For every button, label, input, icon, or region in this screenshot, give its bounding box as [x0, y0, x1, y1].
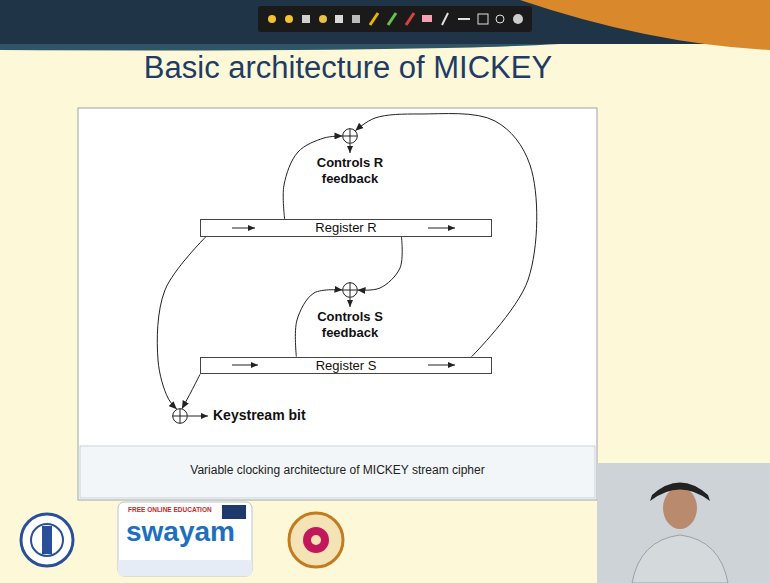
shift-register: Register R [200, 219, 492, 237]
xor-gate: Controls S feedback [342, 282, 358, 298]
figure-caption: Variable clocking architecture of MICKEY… [80, 463, 595, 477]
xor-cross [343, 136, 358, 137]
top-band-swoosh [0, 44, 560, 50]
swayam-logo [118, 502, 252, 576]
xor-symbol [342, 128, 358, 144]
xor-circle [173, 409, 188, 424]
xor-gate: Keystream bit [172, 408, 188, 424]
signal-wire [157, 237, 206, 409]
xor-circle [343, 283, 358, 298]
register-label: Register R [315, 220, 376, 236]
xor-symbol [342, 282, 358, 298]
figure-panel [78, 108, 597, 500]
caption-band [80, 446, 595, 498]
gate-label: Keystream bit [213, 407, 306, 424]
gate-label: Controls S feedback [310, 309, 390, 340]
slide-title: Basic architecture of MICKEY [98, 50, 598, 86]
top-band-accent [520, 0, 770, 50]
presenter-video [597, 463, 770, 583]
xor-circle [343, 129, 358, 144]
xor-cross [343, 290, 358, 291]
xor-symbol [172, 408, 188, 424]
logo-text: FREE ONLINE EDUCATION [128, 506, 212, 513]
program-logo [289, 513, 343, 567]
xor-cross [173, 416, 188, 417]
register-label: Register S [316, 358, 377, 374]
signal-wire [358, 237, 403, 290]
toolbar [258, 6, 532, 32]
institute-logo [21, 514, 73, 566]
shift-register: Register S [200, 357, 492, 375]
xor-gate: Controls R feedback [342, 128, 358, 144]
gate-label: Controls R feedback [310, 155, 390, 186]
logo-text: swayam [126, 516, 235, 548]
shift-arrows [232, 228, 455, 365]
signal-wire [182, 374, 200, 408]
